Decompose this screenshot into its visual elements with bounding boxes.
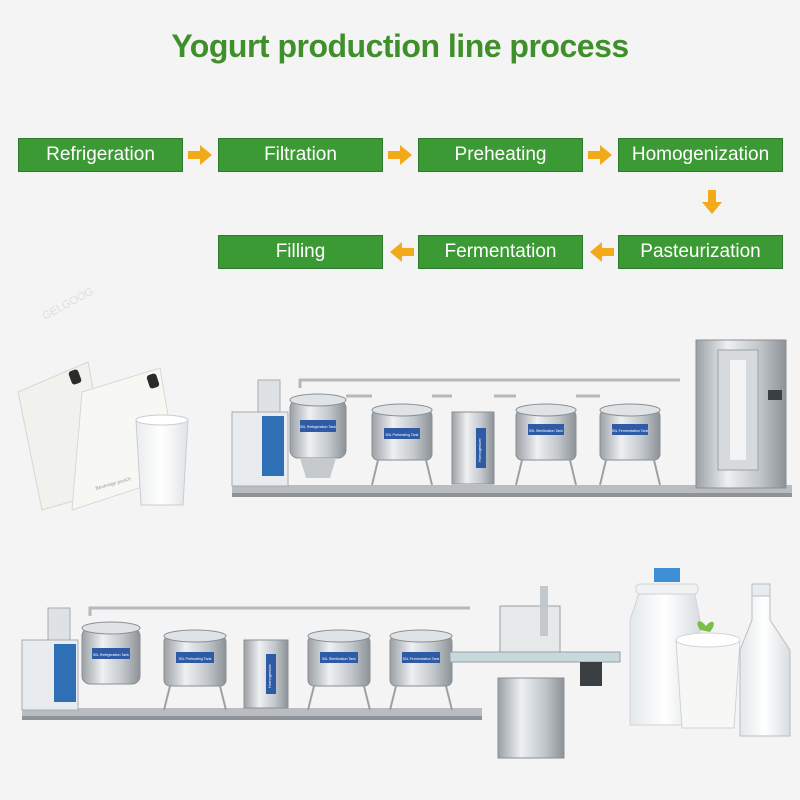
step-filling: Filling bbox=[218, 235, 383, 269]
fermentation-tank: 50L Fermentation Tank bbox=[599, 403, 661, 486]
step-filtration: Filtration bbox=[218, 138, 383, 172]
step-label: Refrigeration bbox=[46, 144, 155, 165]
page-title: Yogurt production line process bbox=[171, 28, 629, 64]
step-label: Pasteurization bbox=[640, 241, 761, 262]
upper-production-scene: Beverage pouch 50L Refrigeration Tank 50… bbox=[17, 339, 792, 511]
step-homogenization: Homogenization bbox=[618, 138, 783, 172]
step-pasteurization: Pasteurization bbox=[618, 235, 783, 269]
step-preheating: Preheating bbox=[418, 138, 583, 172]
tank-label: 50L Preheating Tank bbox=[179, 657, 212, 661]
frame-rail bbox=[22, 708, 482, 716]
step-label: Preheating bbox=[454, 144, 547, 165]
refrigeration-unit bbox=[21, 607, 79, 711]
preheating-tank: 50L Preheating Tank bbox=[163, 629, 227, 711]
preheating-tank: 50L Preheating Tank bbox=[371, 403, 433, 486]
tank-label: 50L Refrigeration Tank bbox=[300, 425, 336, 429]
arrow-left-icon bbox=[390, 242, 414, 262]
yogurt-cup bbox=[675, 621, 741, 729]
step-label: Filtration bbox=[264, 144, 337, 165]
arrow-down-icon bbox=[702, 190, 722, 214]
frame-rail bbox=[232, 485, 792, 493]
milk-glass bbox=[135, 414, 189, 506]
step-refrigeration: Refrigeration bbox=[18, 138, 183, 172]
pipe bbox=[298, 378, 680, 388]
machine-label: Homogenizer bbox=[477, 438, 482, 462]
sterilization-tank: 50L Sterilization Tank bbox=[307, 629, 371, 711]
tank-label: 50L Sterilization Tank bbox=[322, 657, 356, 661]
arrow-left-icon bbox=[590, 242, 614, 262]
refrigeration-tank: 50L Refrigeration Tank bbox=[81, 621, 141, 685]
homogenizer: Homogenizer bbox=[243, 639, 289, 709]
refrigeration-unit bbox=[231, 379, 289, 487]
tank-label: 50L Sterilization Tank bbox=[529, 429, 563, 433]
homogenizer: Homogenizer bbox=[451, 411, 495, 485]
pouch-filling-machine bbox=[695, 339, 787, 489]
tank-label: 50L Preheating Tank bbox=[386, 433, 419, 437]
arrow-right-icon bbox=[588, 145, 612, 165]
arrow-right-icon bbox=[188, 145, 212, 165]
tank-label: 50L Fermentation Tank bbox=[612, 429, 649, 433]
step-label: Filling bbox=[275, 241, 326, 262]
machine-label: Homogenizer bbox=[267, 664, 272, 688]
bottle-filling-machine bbox=[449, 586, 621, 759]
refrigeration-tank: 50L Refrigeration Tank bbox=[289, 393, 347, 478]
step-label: Fermentation bbox=[444, 241, 557, 262]
tank-label: 50L Fermentation Tank bbox=[403, 657, 440, 661]
sterilization-tank: 50L Sterilization Tank bbox=[515, 403, 577, 486]
lower-production-scene: 50L Refrigeration Tank 50L Preheating Ta… bbox=[21, 568, 791, 759]
fermentation-tank: 50L Fermentation Tank bbox=[389, 629, 453, 711]
arrow-right-icon bbox=[388, 145, 412, 165]
step-fermentation: Fermentation bbox=[418, 235, 583, 269]
tank-label: 50L Refrigeration Tank bbox=[93, 653, 129, 657]
pipe bbox=[88, 606, 470, 616]
milk-bottle bbox=[739, 583, 791, 737]
step-label: Homogenization bbox=[631, 144, 770, 165]
mint-leaf-icon bbox=[697, 621, 714, 632]
